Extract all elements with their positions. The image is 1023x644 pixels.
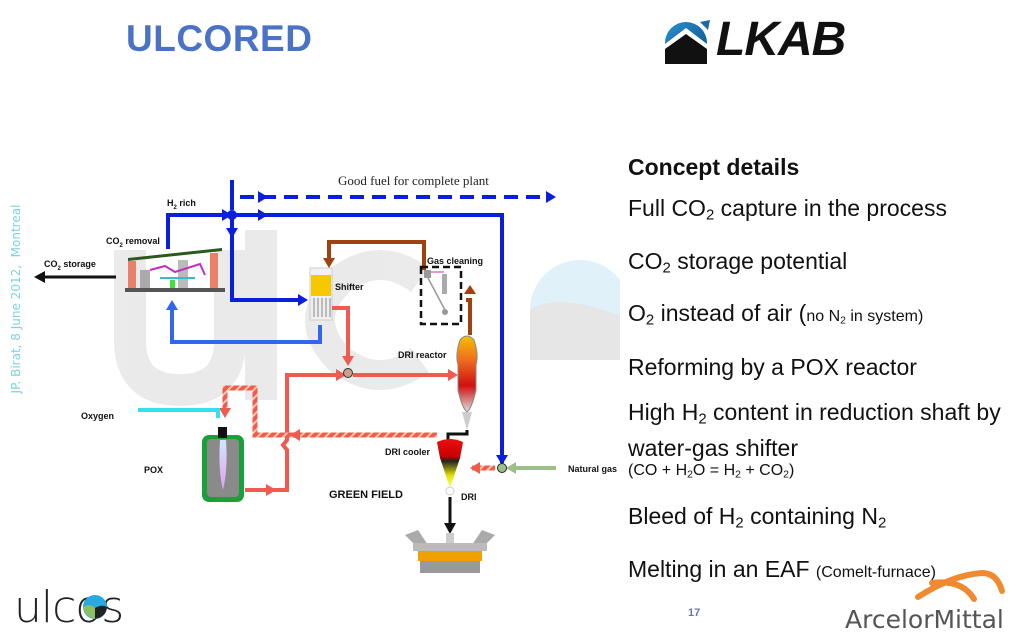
- dri-cooler-icon: [437, 439, 463, 496]
- gas-cleaning-label: Gas cleaning: [427, 256, 484, 266]
- gas-cleaning-icon: [419, 265, 463, 326]
- pox-reactor-icon: [202, 427, 244, 502]
- concept-heading: Concept details: [628, 154, 800, 180]
- concept-item: Full CO2 capture in the process: [628, 195, 947, 224]
- co2-storage-label: CO2 storage: [44, 259, 96, 272]
- dri-reactor-icon: [456, 335, 478, 430]
- lkab-emblem-icon: [665, 20, 710, 64]
- dri-label: DRI: [461, 492, 477, 502]
- brown-gas-line: [327, 240, 472, 335]
- lkab-logo: LKAB: [662, 13, 852, 66]
- concept-item: O2 instead of air (no N2 in system): [628, 300, 924, 330]
- co2-removal-label: CO2 removal: [106, 236, 160, 249]
- h2-rich-label: H2 rich: [167, 198, 196, 211]
- dri-arrow: [444, 497, 456, 534]
- ulcos-watermark-emblem: [530, 260, 620, 360]
- hot-gas-line: [245, 306, 450, 492]
- eaf-furnace-icon: [405, 530, 495, 573]
- mixing-node: [343, 368, 353, 378]
- natural-gas-label: Natural gas: [568, 464, 618, 474]
- dri-cooler-label: DRI cooler: [385, 447, 431, 457]
- natural-gas-node: [497, 463, 507, 473]
- process-flow-diagram: Good fuel for complete plant H2 rich CO2…: [0, 150, 620, 590]
- concept-item: Bleed of H2 containing N2: [628, 503, 887, 533]
- diagram-canvas: [34, 180, 620, 573]
- concept-item: CO2 storage potential: [628, 247, 848, 277]
- green-field-label: GREEN FIELD: [329, 489, 403, 501]
- water-gas-shift-formula: (CO + H2O = H2 + CO2): [628, 461, 795, 481]
- ulcos-emblem-icon: [83, 595, 107, 619]
- dri-reactor-label: DRI reactor: [398, 350, 447, 360]
- h2-rich-line: [166, 180, 504, 463]
- lkab-wordmark: LKAB: [716, 13, 846, 66]
- concept-details-panel: Concept details Full CO2 capture in the …: [628, 154, 1008, 604]
- shifter-label: Shifter: [335, 282, 364, 292]
- oxygen-label: Oxygen: [81, 411, 115, 421]
- concept-item: High H2 content in reduction shaft by wa…: [628, 399, 1001, 461]
- co2-removal-plant-icon: [125, 248, 225, 292]
- concept-item: Reforming by a POX reactor: [628, 354, 917, 381]
- concept-item: Melting in an EAF (Comelt-furnace): [628, 556, 936, 583]
- good-fuel-line: [240, 191, 556, 203]
- co2-storage-arrow: [34, 271, 116, 283]
- pox-label: POX: [144, 465, 164, 475]
- oxygen-line: [138, 408, 220, 418]
- good-fuel-label: Good fuel for complete plant: [338, 173, 489, 188]
- h2-arrows: [222, 209, 508, 465]
- shifter-icon: [309, 267, 333, 321]
- arcelormittal-logo: ArcelorMittal: [845, 605, 1004, 634]
- slide-title: ULCORED: [126, 18, 313, 59]
- natural-gas-line: [497, 462, 556, 474]
- recycle-line: [166, 300, 322, 344]
- arcelormittal-emblem-icon: [915, 569, 1005, 602]
- page-number: 17: [688, 607, 701, 619]
